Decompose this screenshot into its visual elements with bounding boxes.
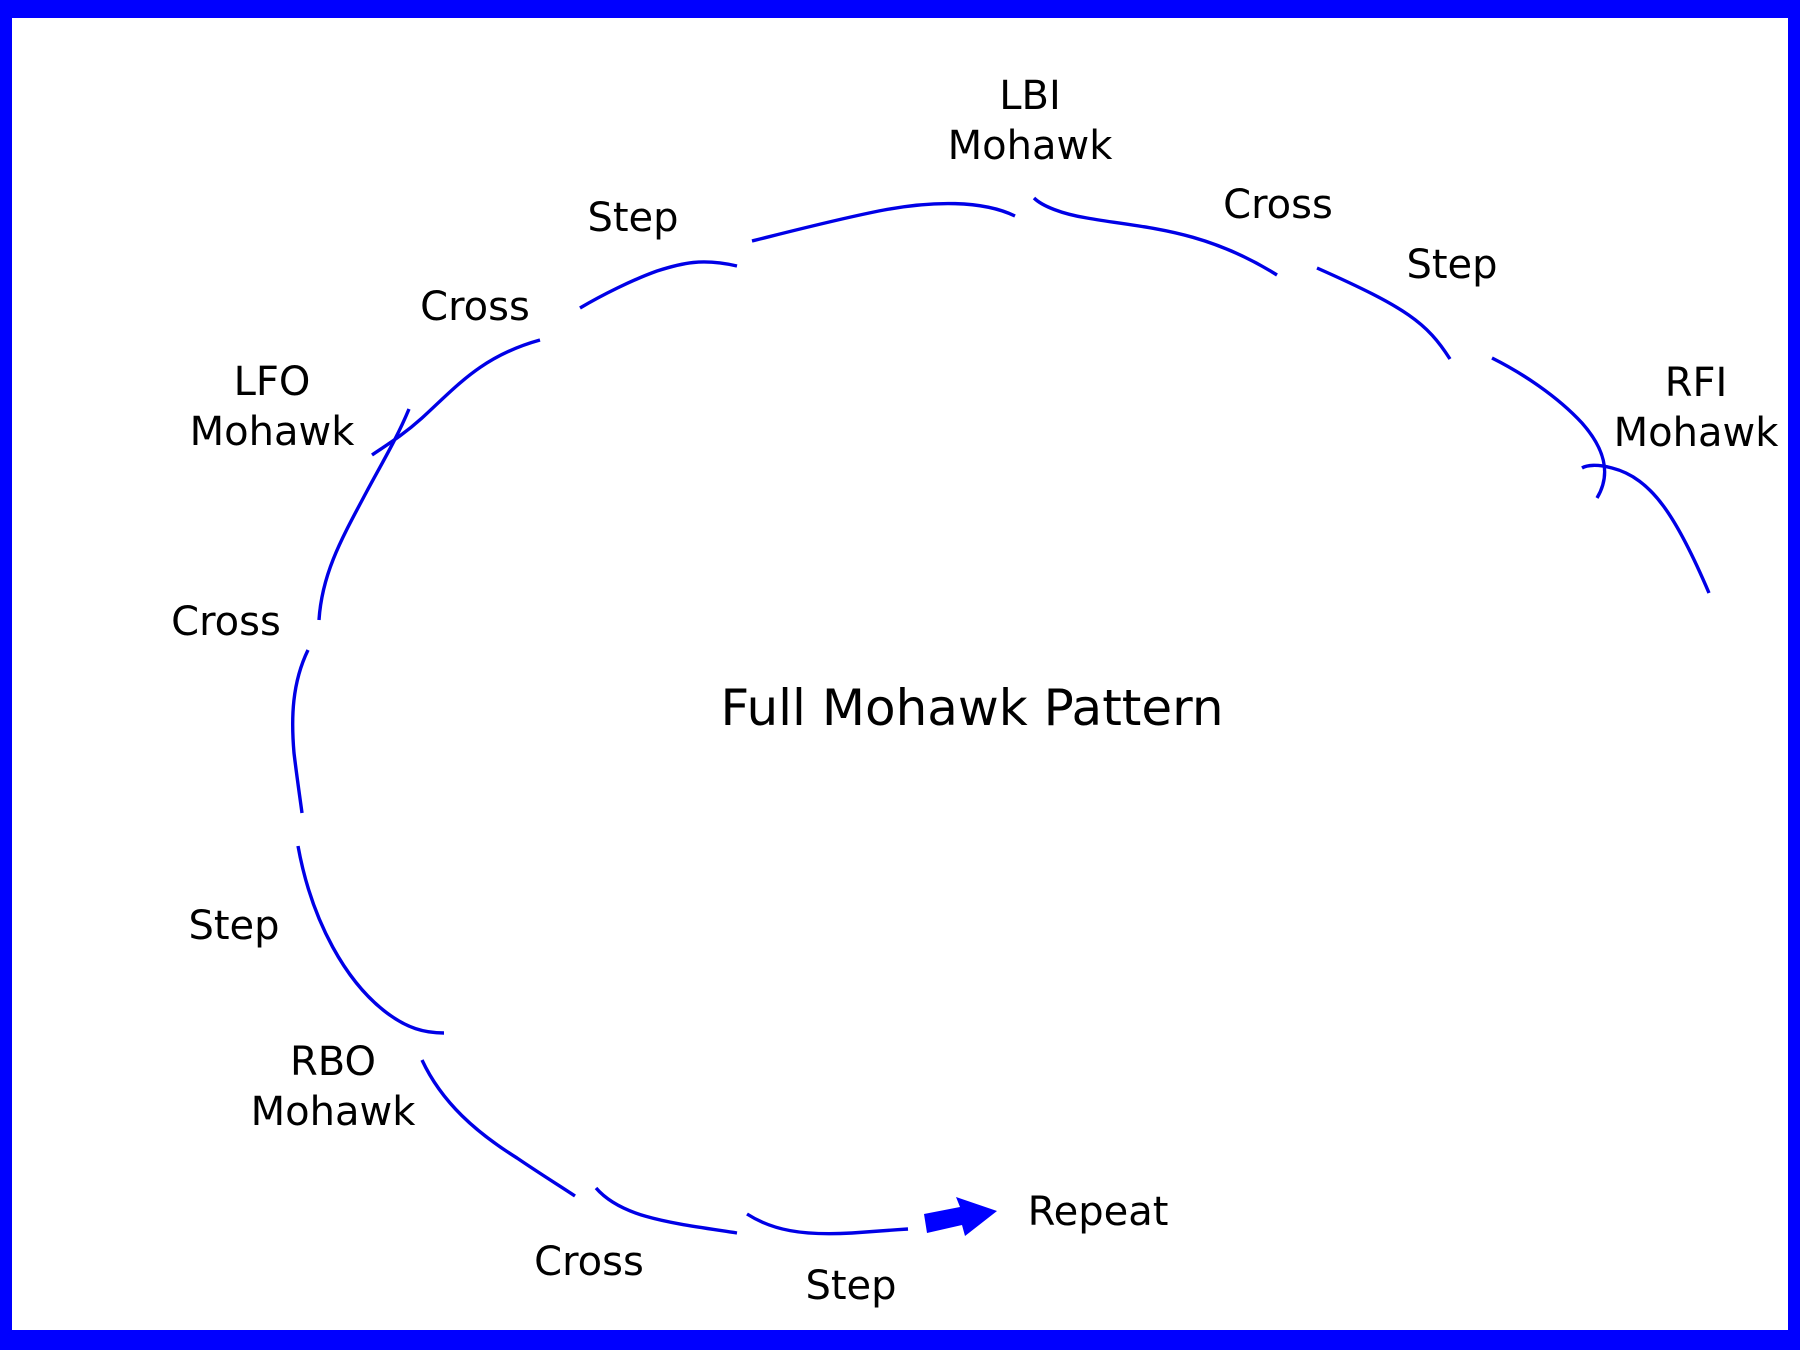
label-step-top-right: Step — [1406, 242, 1497, 288]
trace-step-upper-right — [1316, 266, 1452, 360]
label-rbo-mohawk: Mohawk — [251, 1089, 417, 1135]
trace-rfi-exit — [1491, 356, 1607, 499]
label-rfi-mohawk: Mohawk — [1614, 410, 1780, 456]
trace-cross-left — [290, 649, 310, 814]
diagram-title: Full Mohawk Pattern — [720, 679, 1223, 737]
label-step-bottom: Step — [805, 1263, 896, 1309]
label-rfi: RFI — [1665, 360, 1728, 406]
labels: Full Mohawk Pattern LBI Mohawk Step Cros… — [171, 73, 1779, 1309]
trace-top — [751, 201, 1016, 243]
label-rbo: RBO — [290, 1039, 376, 1085]
trace-segments — [290, 196, 1711, 1236]
label-cross-top-left: Cross — [420, 284, 530, 330]
arrow-right-icon — [924, 1197, 997, 1236]
trace-cross-top-left — [371, 338, 541, 457]
trace-lfo-cross — [317, 408, 411, 621]
label-step-top: Step — [587, 195, 678, 241]
trace-rbo-exit — [420, 1059, 576, 1198]
label-cross-bottom: Cross — [534, 1239, 644, 1285]
label-lbi: LBI — [999, 73, 1061, 119]
label-cross-left: Cross — [171, 599, 281, 645]
label-lfo-mohawk: Mohawk — [190, 409, 356, 455]
trace-step-bottom — [746, 1212, 909, 1236]
label-lfo: LFO — [234, 359, 311, 405]
label-repeat: Repeat — [1028, 1189, 1169, 1235]
trace-step-left — [296, 845, 445, 1035]
trace-cross-upper-right — [1032, 196, 1278, 277]
label-step-left: Step — [188, 903, 279, 949]
mohawk-pattern-diagram: Full Mohawk Pattern LBI Mohawk Step Cros… — [171, 73, 1779, 1309]
label-lbi-mohawk: Mohawk — [948, 123, 1114, 169]
label-cross-top-right: Cross — [1223, 182, 1333, 228]
trace-step-top-left — [579, 260, 738, 310]
trace-cross-bottom — [594, 1186, 738, 1235]
trace-rfi-entry — [1581, 463, 1711, 594]
